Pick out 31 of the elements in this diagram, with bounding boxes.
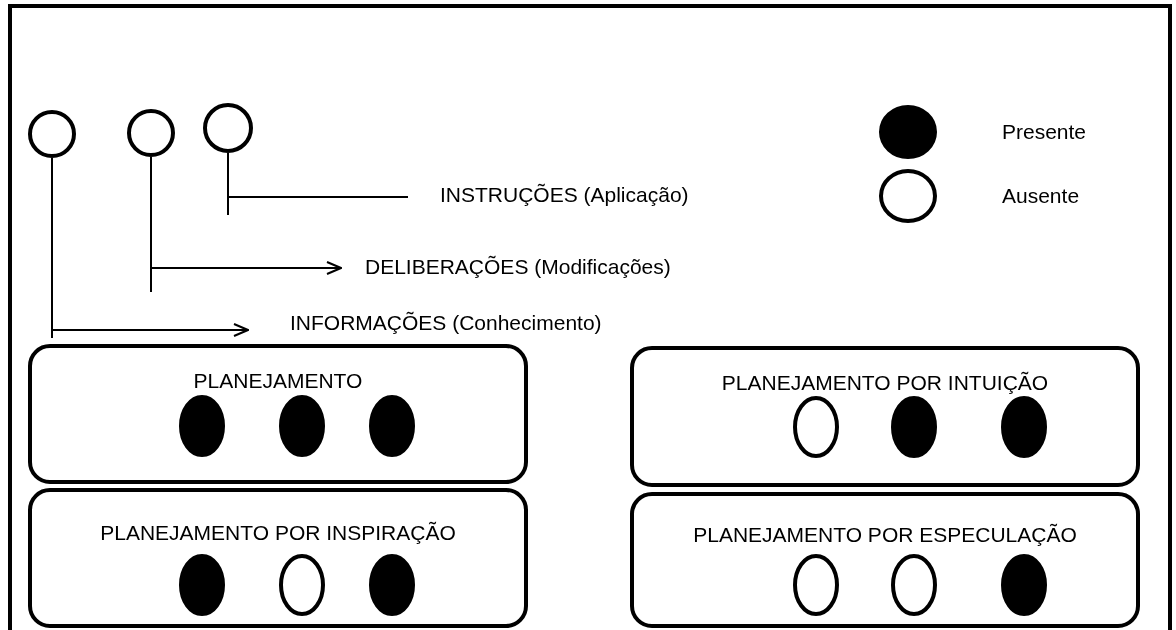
open-circle <box>28 110 76 158</box>
box-title: PLANEJAMENTO POR INSPIRAÇÃO <box>99 522 457 543</box>
flow-label: INSTRUÇÕES (Aplicação) <box>440 184 689 205</box>
legend-label: Presente <box>1002 119 1087 146</box>
flow-label: INFORMAÇÕES (Conhecimento) <box>290 312 602 333</box>
filled-circle <box>369 395 415 457</box>
box-title: PLANEJAMENTO POR INTUIÇÃO <box>720 372 1050 393</box>
open-circle <box>203 103 253 153</box>
filled-circle <box>279 395 325 457</box>
arrow <box>51 157 249 339</box>
category-box <box>630 492 1140 628</box>
filled-circle <box>1001 396 1047 458</box>
filled-circle <box>1001 554 1047 616</box>
open-circle <box>279 554 325 616</box>
flow-label: DELIBERAÇÕES (Modificações) <box>365 256 671 277</box>
open-circle <box>127 109 175 157</box>
category-box <box>28 488 528 628</box>
filled-circle <box>891 396 937 458</box>
box-title: PLANEJAMENTO <box>192 370 364 391</box>
legend-label: Ausente <box>1002 183 1080 210</box>
arrow <box>227 152 409 216</box>
filled-circle <box>179 554 225 616</box>
open-circle <box>793 396 839 458</box>
box-title: PLANEJAMENTO POR ESPECULAÇÃO <box>692 524 1078 545</box>
arrow <box>150 156 342 293</box>
filled-circle <box>369 554 415 616</box>
open-circle <box>793 554 839 616</box>
filled-circle <box>179 395 225 457</box>
category-box <box>28 344 528 484</box>
open-circle <box>891 554 937 616</box>
category-box <box>630 346 1140 487</box>
